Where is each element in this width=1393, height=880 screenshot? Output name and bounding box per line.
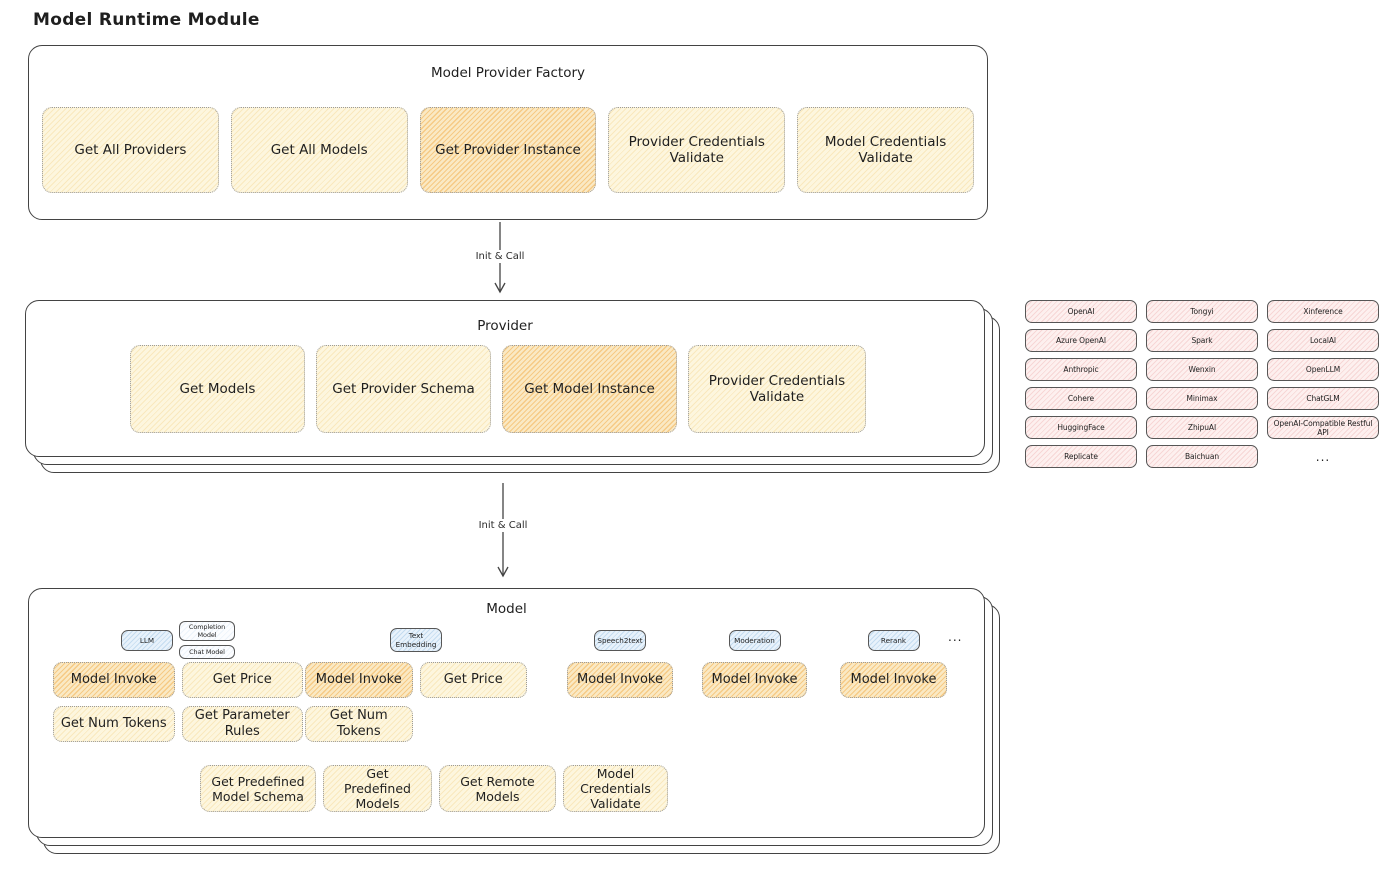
- llm-get-num-tokens-box: Get Num Tokens: [53, 706, 175, 742]
- model-group-rerank: Rerank Model Invoke: [840, 618, 947, 698]
- get-predefined-model-schema-box: Get Predefined Model Schema: [200, 765, 316, 812]
- llm-get-price-box: Get Price: [181, 662, 303, 698]
- llm-tabs: LLM Completion Model Chat Model: [53, 618, 303, 662]
- provider-buttons-row: Get Models Get Provider Schema Get Model…: [130, 345, 866, 433]
- moderation-tabs: Moderation: [702, 618, 807, 662]
- provider-chip-tongyi: Tongyi: [1146, 300, 1258, 323]
- llm-model-invoke-box: Model Invoke: [53, 662, 175, 698]
- provider-chip-spark: Spark: [1146, 329, 1258, 352]
- provider-chip-chatglm: ChatGLM: [1267, 387, 1379, 410]
- moderation-pill: Moderation: [728, 629, 781, 651]
- model-panel: Model LLM Completion Model Chat Model Mo…: [28, 588, 1000, 854]
- speech2text-tabs: Speech2text: [567, 618, 673, 662]
- provider-title: Provider: [477, 318, 533, 334]
- model-group-speech2text: Speech2text Model Invoke: [567, 618, 673, 698]
- get-all-models-box: Get All Models: [230, 107, 408, 193]
- s2t-model-invoke-box: Model Invoke: [567, 662, 673, 698]
- provider-chip-wenxin: Wenxin: [1146, 358, 1258, 381]
- model-group-moderation: Moderation Model Invoke: [702, 618, 807, 698]
- llm-buttons: Model Invoke Get Price Get Num Tokens Ge…: [53, 662, 303, 742]
- te-get-num-tokens-box: Get Num Tokens: [305, 706, 413, 742]
- provider-chip-anthropic: Anthropic: [1025, 358, 1137, 381]
- provider-chip-localai: LocalAI: [1267, 329, 1379, 352]
- provider-chip-cohere: Cohere: [1025, 387, 1137, 410]
- init-call-arrow-1: Init & Call: [472, 222, 528, 294]
- text-embedding-buttons: Model Invoke Get Price Get Num Tokens: [305, 662, 527, 742]
- speech2text-buttons: Model Invoke: [567, 662, 673, 698]
- completion-model-pill: Completion Model: [179, 620, 235, 642]
- factory-title: Model Provider Factory: [430, 65, 585, 81]
- get-models-box: Get Models: [130, 345, 305, 433]
- provider-chip-openai-compatible: OpenAI-Compatible Restful API: [1267, 416, 1379, 439]
- llm-pill: LLM: [121, 629, 173, 651]
- moderation-buttons: Model Invoke: [702, 662, 807, 698]
- te-get-price-box: Get Price: [419, 662, 527, 698]
- model-group-llm: LLM Completion Model Chat Model Model In…: [53, 618, 303, 742]
- init-call-arrow-2: Init & Call: [475, 483, 531, 578]
- model-credentials-validate-box-2: Model Credentials Validate: [563, 765, 668, 812]
- provider-chip-azure-openai: Azure OpenAI: [1025, 329, 1137, 352]
- llm-get-parameter-rules-box: Get Parameter Rules: [181, 706, 303, 742]
- provider-chip-openai: OpenAI: [1025, 300, 1137, 323]
- provider-panel: Provider Get Models Get Provider Schema …: [25, 300, 1000, 473]
- page-title: Model Runtime Module: [33, 10, 260, 30]
- llm-subtabs: Completion Model Chat Model: [179, 620, 235, 660]
- init-call-label-2: Init & Call: [475, 519, 531, 532]
- text-embedding-tabs: Text Embedding: [305, 618, 527, 662]
- get-provider-instance-box: Get Provider Instance: [419, 107, 597, 193]
- model-group-text-embedding: Text Embedding Model Invoke Get Price Ge…: [305, 618, 527, 742]
- get-provider-schema-box: Get Provider Schema: [316, 345, 491, 433]
- rerank-model-invoke-box: Model Invoke: [840, 662, 947, 698]
- init-call-label-1: Init & Call: [472, 250, 528, 263]
- provider-credentials-validate-box-2: Provider Credentials Validate: [688, 345, 866, 433]
- provider-list: OpenAI Tongyi Xinference Azure OpenAI Sp…: [1025, 300, 1379, 468]
- model-credentials-validate-box: Model Credentials Validate: [797, 107, 974, 193]
- rerank-pill: Rerank: [867, 629, 920, 651]
- provider-chip-baichuan: Baichuan: [1146, 445, 1258, 468]
- chat-model-pill: Chat Model: [179, 645, 235, 660]
- model-bottom-buttons: Get Predefined Model Schema Get Predefin…: [200, 765, 668, 812]
- text-embedding-pill: Text Embedding: [390, 628, 442, 652]
- provider-chip-xinference: Xinference: [1267, 300, 1379, 323]
- rerank-buttons: Model Invoke: [840, 662, 947, 698]
- model-groups-ellipsis: ...: [948, 630, 963, 644]
- moderation-model-invoke-box: Model Invoke: [702, 662, 807, 698]
- provider-chip-minimax: Minimax: [1146, 387, 1258, 410]
- get-all-providers-box: Get All Providers: [42, 107, 219, 193]
- provider-chip-replicate: Replicate: [1025, 445, 1137, 468]
- rerank-tabs: Rerank: [840, 618, 947, 662]
- provider-chip-huggingface: HuggingFace: [1025, 416, 1137, 439]
- factory-buttons-row: Get All Providers Get All Models Get Pro…: [42, 107, 974, 193]
- get-model-instance-box: Get Model Instance: [502, 345, 677, 433]
- provider-chip-zhipuai: ZhipuAI: [1146, 416, 1258, 439]
- model-title: Model: [486, 601, 527, 617]
- factory-panel: Model Provider Factory Get All Providers…: [28, 45, 988, 220]
- get-remote-models-box: Get Remote Models: [439, 765, 556, 812]
- speech2text-pill: Speech2text: [594, 629, 646, 651]
- get-predefined-models-box: Get Predefined Models: [323, 765, 432, 812]
- provider-list-ellipsis: ...: [1315, 449, 1331, 464]
- te-model-invoke-box: Model Invoke: [305, 662, 413, 698]
- provider-chip-openllm: OpenLLM: [1267, 358, 1379, 381]
- provider-credentials-validate-box: Provider Credentials Validate: [608, 107, 786, 193]
